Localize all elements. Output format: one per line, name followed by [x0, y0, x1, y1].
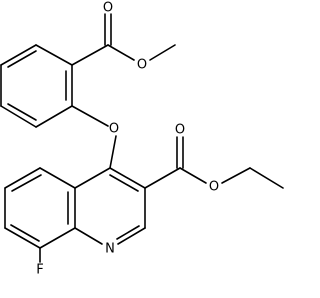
chemical-structure: O O O O O N F	[0, 1, 284, 278]
ethyl-ester-carbonyl-oxygen-label: O	[175, 123, 185, 138]
benzo-ring	[4, 167, 76, 263]
ethyl-ester-group	[144, 136, 284, 189]
ethyl-ester-oxygen-label: O	[209, 180, 219, 195]
pyridine-ring	[74, 167, 146, 245]
ring-nitrogen-label: N	[105, 242, 115, 257]
ether-oxygen-label: O	[109, 122, 119, 137]
methyl-ester-oxygen-label: O	[137, 58, 147, 73]
fluorine-label: F	[36, 263, 43, 278]
methyl-ester-carbonyl-oxygen-label: O	[103, 1, 113, 16]
methyl-ester-group	[71, 13, 176, 66]
ether-linkage	[71, 105, 117, 169]
benzene-ring	[0, 44, 73, 128]
